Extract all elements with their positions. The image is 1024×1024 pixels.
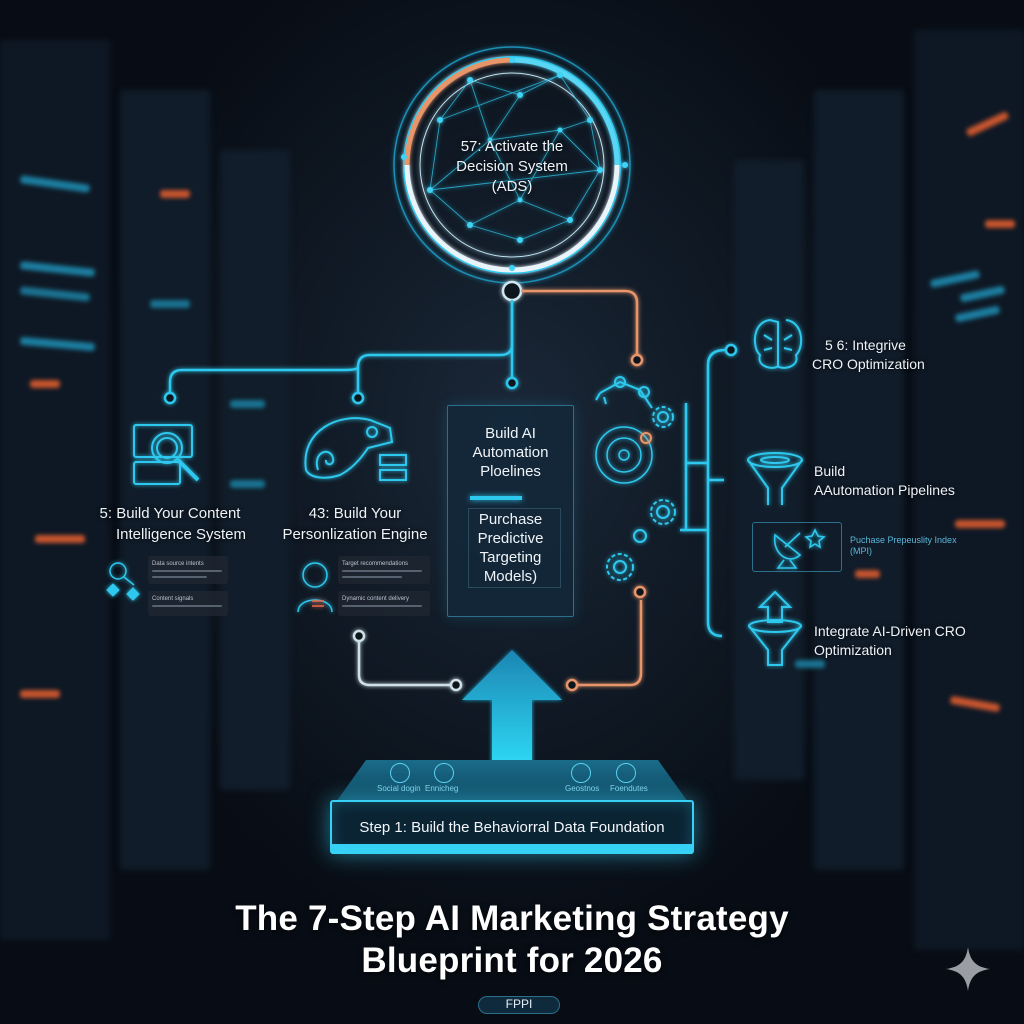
foundation-item-label: Foendutes — [610, 784, 648, 793]
sparkle-icon — [946, 947, 990, 991]
foundation-platform-top — [336, 760, 688, 802]
propensity-index-label: Puchase Prepeuslity Index (MPI) — [850, 535, 957, 557]
label-line: Puchase Prepeuslity Index — [850, 535, 957, 545]
personalization-detail-panel: Target recommendations — [338, 556, 430, 584]
label-line: CRO Optimization — [812, 356, 925, 372]
card-top-text: Build AI Automation Ploelines — [448, 424, 573, 481]
text-line — [342, 570, 422, 572]
brain-icon — [753, 318, 803, 369]
panel-title: Data source intents — [152, 561, 204, 567]
accent-bar — [470, 496, 522, 500]
text-line: Predictive — [477, 530, 544, 547]
foundation-item-label: Geostnos — [565, 784, 600, 793]
text-line: Targeting — [479, 549, 542, 566]
label-line: AAutomation Pipelines — [814, 482, 955, 498]
text-line: Ploelines — [480, 463, 541, 480]
personalization-detail-panel: Dynamic content delivery — [338, 591, 430, 616]
person-profile-icon — [297, 562, 333, 613]
hub-label-line: Decision System — [456, 158, 568, 175]
label-line: 5 6: Integrive — [825, 337, 906, 353]
funnel-icon — [747, 452, 803, 505]
rack-light — [230, 400, 265, 408]
text-line — [152, 570, 222, 572]
label-line: 5: Build Your Content — [99, 505, 241, 522]
text-line: Automation — [472, 444, 549, 461]
text-line — [152, 605, 222, 607]
rack-light — [795, 660, 825, 668]
panel-title: Dynamic content delivery — [342, 596, 410, 602]
chart-person-icon — [616, 763, 636, 783]
content-detail-panel: Content signals — [148, 591, 228, 616]
step-personalization-label: 43: Build Your Personlization Engine — [275, 503, 435, 545]
label-line: Intelligence System — [115, 526, 247, 543]
funnel-arrow-up-icon — [748, 590, 802, 666]
robot-arm-icon — [595, 376, 653, 409]
server-rack — [914, 30, 1024, 950]
label-line: Build — [814, 463, 846, 479]
text-line — [342, 605, 422, 607]
document-search-icon — [133, 424, 200, 485]
up-arrow-icon — [462, 650, 562, 770]
rack-light — [230, 480, 265, 488]
propensity-index-frame — [752, 522, 842, 572]
target-dial-icon — [595, 426, 653, 484]
gear-icon — [606, 406, 676, 581]
title-line: The 7-Step AI Marketing Strategy — [235, 899, 789, 938]
server-rack — [0, 40, 110, 940]
card-inner-frame — [468, 508, 561, 588]
text-line — [342, 576, 402, 578]
title-line: Blueprint for 2026 — [361, 941, 663, 980]
screen-icon — [571, 763, 591, 783]
server-rack — [734, 160, 804, 780]
panel-title: Content signals — [152, 596, 194, 602]
label-line: 43: Build Your — [308, 505, 402, 522]
foundation-item-label: Ennicheg — [425, 784, 459, 793]
step-automation-label: Build AAutomation Pipelines — [814, 462, 1004, 500]
panel-title: Target recommendations — [342, 561, 409, 567]
satellite-dish-icon — [774, 528, 826, 569]
rack-light — [955, 520, 1005, 528]
automation-pipelines-card: Build AI Automation Ploelines Purchase P… — [447, 405, 574, 1014]
chat-icon — [390, 763, 410, 783]
label-line: Personlization Engine — [282, 526, 428, 543]
step-content-intelligence-label: 5: Build Your Content Intelligence Syste… — [80, 503, 260, 545]
search-diagram-icon — [106, 562, 140, 601]
fppi-badge: FPPI — [478, 996, 560, 1014]
pin-icon — [434, 763, 454, 783]
hub-label-line: (ADS) — [491, 178, 533, 195]
label-line: Integrate AI-Driven CRO — [814, 623, 966, 639]
text-line: Build AI — [485, 425, 536, 442]
page-title: The 7-Step AI Marketing Strategy Bluepri… — [0, 898, 1024, 982]
rack-light — [150, 300, 190, 308]
step-cro-label: 5 6: Integrive CRO Optimization — [812, 336, 1002, 374]
card-bottom-text: Purchase Predictive Targeting Models) — [448, 510, 573, 586]
hub-label: 57: Activate the Decision System (ADS) — [412, 137, 612, 197]
label-line: Optimization — [814, 642, 892, 658]
foundation-item-label: Social dogin — [377, 784, 421, 793]
platform-glow — [332, 844, 692, 854]
rack-light — [855, 570, 880, 578]
text-line: Purchase — [478, 511, 543, 528]
step-ai-cro-label: Integrate AI-Driven CRO Optimization — [814, 622, 1014, 660]
foundation-label: Step 1: Build the Behaviorral Data Found… — [359, 819, 665, 836]
server-rack — [220, 150, 290, 790]
rack-light — [35, 535, 85, 543]
hub-label-line: 57: Activate the — [460, 138, 564, 155]
foundation-platform: Step 1: Build the Behaviorral Data Found… — [330, 800, 694, 854]
rack-light — [160, 190, 190, 198]
label-line: (MPI) — [850, 546, 872, 556]
rack-light — [30, 380, 60, 388]
rack-light — [20, 690, 60, 698]
hub-ring-icon — [393, 46, 631, 284]
text-line: Models) — [483, 568, 538, 585]
chameleon-icon — [304, 417, 407, 481]
rack-light — [985, 220, 1015, 228]
text-line — [152, 576, 207, 578]
server-rack — [814, 90, 904, 870]
content-detail-panel: Data source intents — [148, 556, 228, 584]
